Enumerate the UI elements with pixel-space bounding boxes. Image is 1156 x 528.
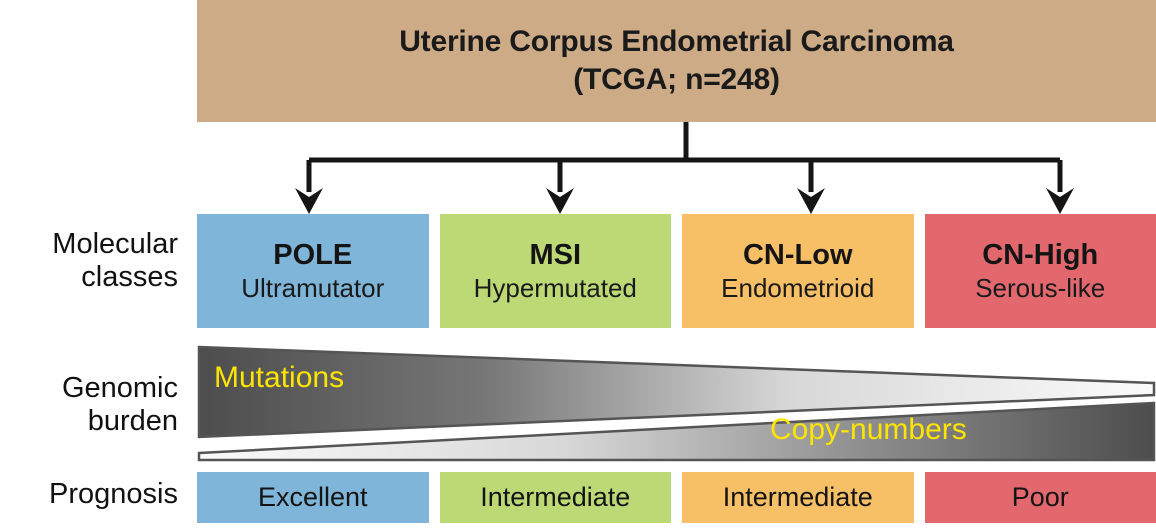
wedge-copy-numbers (197, 401, 1156, 462)
row-label-molecular-line2: classes (81, 261, 178, 294)
title-line-2: (TCGA; n=248) (573, 63, 780, 96)
connector-tree (295, 122, 1074, 214)
wedge-mutations (197, 345, 1156, 439)
prognosis-row: Excellent Intermediate Intermediate Poor (197, 472, 1156, 523)
arrowhead-icon-3 (797, 188, 825, 214)
title-line-1: Uterine Corpus Endometrial Carcinoma (399, 25, 954, 59)
class-box-cn-high[interactable]: CN-High Serous-like (924, 214, 1156, 328)
figure-title-banner: Uterine Corpus Endometrial Carcinoma (TC… (197, 0, 1156, 122)
wedge-svg (197, 345, 1156, 462)
genomic-burden-wedges: Mutations Copy-numbers (197, 345, 1156, 462)
wedge-label-mutations: Mutations (214, 361, 345, 394)
wedge-label-copy-numbers: Copy-numbers (770, 413, 967, 446)
class-box-cn-low[interactable]: CN-Low Endometrioid (682, 214, 914, 328)
class-title-cn-low: CN-Low (742, 238, 853, 271)
row-label-molecular-line1: Molecular (52, 228, 178, 260)
prognosis-text-cn-high: Poor (1011, 482, 1069, 512)
row-label-genomic-line1: Genomic (61, 372, 178, 404)
class-title-msi: MSI (529, 238, 582, 271)
class-subtitle-msi: Hypermutated (473, 273, 637, 304)
arrowhead-icon-4 (1046, 188, 1074, 214)
row-label-prognosis: Prognosis (0, 478, 190, 511)
row-label-molecular-classes: Molecular classes (0, 228, 190, 294)
row-label-genomic-line2: burden (87, 405, 178, 438)
molecular-class-row: POLE Ultramutator MSI Hypermutated CN-Lo… (197, 214, 1156, 328)
row-label-prognosis-line1: Prognosis (49, 478, 178, 510)
prognosis-text-cn-low: Intermediate (722, 482, 873, 512)
prognosis-text-msi: Intermediate (480, 482, 631, 512)
class-title-pole: POLE (273, 238, 353, 271)
prognosis-box-cn-high[interactable]: Poor (924, 472, 1156, 523)
row-label-genomic-burden: Genomic burden (0, 372, 190, 438)
prognosis-box-msi[interactable]: Intermediate (439, 472, 671, 523)
prognosis-box-cn-low[interactable]: Intermediate (682, 472, 914, 523)
class-subtitle-pole: Ultramutator (241, 273, 385, 304)
class-subtitle-cn-high: Serous-like (975, 273, 1106, 304)
class-title-cn-high: CN-High (982, 238, 1099, 271)
class-subtitle-cn-low: Endometrioid (721, 273, 875, 304)
class-box-msi[interactable]: MSI Hypermutated (439, 214, 671, 328)
prognosis-text-pole: Excellent (257, 482, 368, 512)
class-box-pole[interactable]: POLE Ultramutator (197, 214, 429, 328)
connector-arrowheads (295, 188, 1074, 214)
arrowhead-icon-1 (295, 188, 323, 214)
arrowhead-icon-2 (546, 188, 574, 214)
prognosis-box-pole[interactable]: Excellent (197, 472, 429, 523)
